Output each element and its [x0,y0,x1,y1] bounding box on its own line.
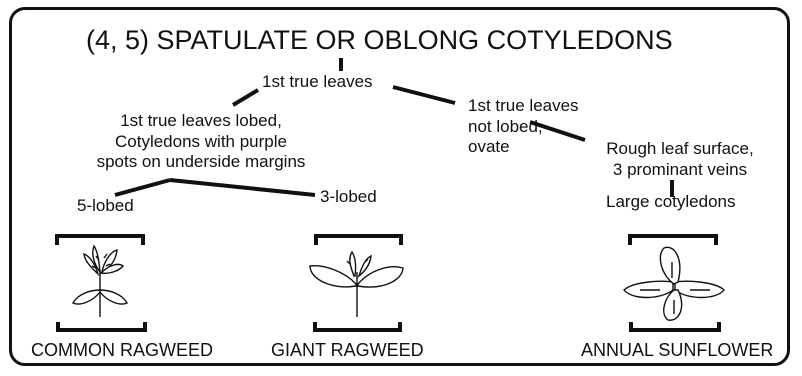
connector-lobed-five [115,180,170,195]
node-large-cotyledons: Large cotyledons [606,192,735,213]
node-five-lobed: 5-lobed [77,196,134,217]
species-annual-sunflower: ANNUAL SUNFLOWER [581,340,773,362]
node-first-true-leaves: 1st true leaves [262,72,373,93]
node-leaves-not-lobed: 1st true leaves not lobed, ovate [468,96,579,158]
connector-root-lobed [233,90,258,105]
bracket-bottom-common [58,322,145,330]
species-giant-ragweed: GIANT RAGWEED [271,340,424,362]
common-ragweed-seedling-icon [73,246,127,317]
bracket-bottom-sunflower [631,322,719,330]
connector-root-not-lobed [393,87,455,103]
bracket-top-common [57,236,143,245]
connector-lobed-three [170,180,315,195]
giant-ragweed-seedling-icon [310,252,403,317]
bracket-top-giant [316,236,401,245]
node-leaves-lobed: 1st true leaves lobed, Cotyledons with p… [70,111,332,173]
annual-sunflower-seedling-icon [624,247,724,320]
species-common-ragweed: COMMON RAGWEED [31,340,213,362]
bracket-top-sunflower [630,236,716,245]
bracket-bottom-giant [315,322,400,330]
node-three-lobed: 3-lobed [320,187,377,208]
diagram-title: (4, 5) SPATULATE OR OBLONG COTYLEDONS [86,24,673,57]
node-rough-leaf-surface: Rough leaf surface, 3 prominant veins [590,139,770,180]
